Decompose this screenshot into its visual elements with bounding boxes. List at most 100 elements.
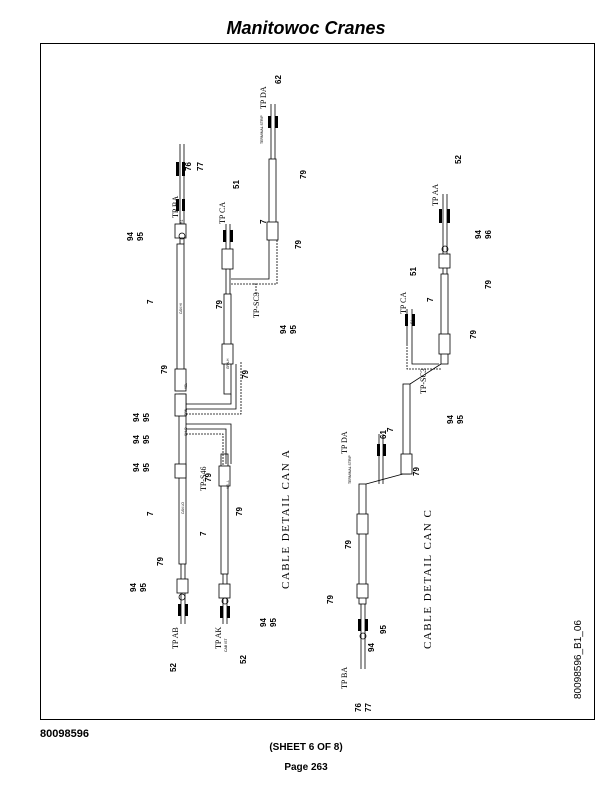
pin bbox=[365, 619, 368, 631]
callout: 79 bbox=[294, 240, 303, 249]
wire-label: SHLD bbox=[184, 427, 188, 436]
tp-label: TP AB bbox=[171, 627, 180, 649]
callout: 94 bbox=[367, 643, 376, 652]
tp-label: TP DA bbox=[340, 431, 349, 454]
tp-label: TP-SC3 bbox=[252, 292, 261, 318]
callout: 94 bbox=[132, 435, 141, 444]
connector bbox=[221, 248, 234, 270]
pin bbox=[176, 199, 179, 211]
callout: 79 bbox=[326, 595, 335, 604]
cable-segment bbox=[220, 453, 229, 575]
connector bbox=[174, 223, 187, 239]
callout: 94 bbox=[132, 413, 141, 422]
page-header-title: Manitowoc Cranes bbox=[226, 18, 386, 38]
callout: 94 bbox=[132, 463, 141, 472]
callout: 79 bbox=[204, 473, 213, 482]
callout: 7 bbox=[386, 427, 395, 432]
pin bbox=[182, 199, 185, 211]
connector bbox=[356, 583, 369, 599]
callout: 79 bbox=[299, 170, 308, 179]
callout: 7 bbox=[426, 297, 435, 302]
shield-icon bbox=[221, 597, 229, 605]
callout: 94 bbox=[126, 232, 135, 241]
document-number: 80098596 bbox=[40, 728, 89, 740]
callout: 61 bbox=[379, 430, 388, 439]
cable-segment bbox=[178, 393, 187, 565]
connector bbox=[266, 221, 279, 241]
callout: 95 bbox=[142, 463, 151, 472]
tp-label: TP DA bbox=[259, 86, 268, 109]
callout: 95 bbox=[136, 232, 145, 241]
sheet-indicator: (SHEET 6 OF 8) bbox=[269, 742, 343, 753]
pin bbox=[377, 444, 380, 456]
callout: 51 bbox=[409, 267, 418, 276]
page-number: Page 263 bbox=[284, 762, 328, 773]
pin bbox=[176, 162, 179, 176]
pin bbox=[230, 230, 233, 242]
pin bbox=[439, 209, 442, 223]
connector bbox=[218, 583, 231, 599]
callout: 52 bbox=[239, 655, 248, 664]
connector bbox=[174, 368, 187, 392]
callout: 62 bbox=[274, 75, 283, 84]
callout: 79 bbox=[215, 300, 224, 309]
callout: 51 bbox=[232, 180, 241, 189]
shield-icon bbox=[359, 632, 367, 640]
callout: 94 bbox=[259, 618, 268, 627]
callout: 95 bbox=[142, 435, 151, 444]
sub-label: TERMINAL STRIP bbox=[260, 114, 264, 144]
tp-label: TP-S46 bbox=[199, 467, 208, 491]
sub-labels: TERMINAL STRIP TERMINAL STRIP CAB IST S1… bbox=[180, 114, 414, 652]
can-c-harness bbox=[356, 194, 451, 669]
tp-label: TP AK bbox=[214, 627, 223, 649]
wire-label: GRN-H bbox=[226, 358, 230, 369]
callout: 76 bbox=[184, 162, 193, 171]
sub-label: TERMINAL STRIP bbox=[348, 454, 352, 484]
sub-label: S1 bbox=[230, 230, 234, 234]
pin bbox=[275, 116, 278, 128]
tp-label: TP CA bbox=[218, 202, 227, 224]
callout: 79 bbox=[412, 467, 421, 476]
wire-label: YEL-L bbox=[226, 480, 230, 489]
pin bbox=[223, 230, 226, 242]
callout: 94 bbox=[279, 325, 288, 334]
caption-can-c: CABLE DETAIL CAN C bbox=[422, 509, 434, 649]
pin bbox=[220, 606, 223, 618]
callout-numbers: 76 77 51 62 79 79 7 94 95 7 79 94 95 79 … bbox=[126, 75, 493, 712]
shield-icon bbox=[178, 593, 186, 601]
pin bbox=[412, 314, 415, 326]
connector bbox=[174, 393, 187, 417]
callout: 94 bbox=[446, 415, 455, 424]
pin bbox=[227, 606, 230, 618]
callout: 95 bbox=[269, 618, 278, 627]
connector bbox=[438, 333, 451, 355]
callout: 94 bbox=[474, 230, 483, 239]
wire-label: YEL bbox=[184, 383, 188, 389]
tp-label: TP AA bbox=[431, 184, 440, 206]
pin bbox=[268, 116, 271, 128]
pin bbox=[383, 444, 386, 456]
wire-label: CAN HI bbox=[179, 303, 183, 314]
cable-segment bbox=[440, 273, 449, 365]
callout: 79 bbox=[156, 557, 165, 566]
tp-label: TP BA bbox=[171, 196, 180, 218]
wiring-diagram: TP BA TP CA TP DA TP AB TP AK TP-SC3 TP-… bbox=[126, 75, 584, 712]
tp-label: TP BA bbox=[340, 667, 349, 689]
sub-label: CAB IST bbox=[224, 638, 228, 652]
callout: 79 bbox=[469, 330, 478, 339]
callout: 7 bbox=[259, 219, 268, 224]
cable-segment bbox=[358, 483, 367, 605]
drawing-frame: TP BA TP CA TP DA TP AB TP AK TP-SC3 TP-… bbox=[40, 43, 595, 720]
callout: 95 bbox=[379, 625, 388, 634]
callout: 95 bbox=[289, 325, 298, 334]
wire-label: CAN LO bbox=[181, 502, 185, 514]
callout: 52 bbox=[169, 663, 178, 672]
callout: 79 bbox=[235, 507, 244, 516]
connector bbox=[438, 253, 451, 269]
callout: 95 bbox=[139, 583, 148, 592]
callout: 76 bbox=[354, 703, 363, 712]
sub-label: S1 bbox=[410, 320, 414, 324]
connector bbox=[176, 578, 189, 594]
callout: 7 bbox=[199, 531, 208, 536]
callout: 79 bbox=[484, 280, 493, 289]
